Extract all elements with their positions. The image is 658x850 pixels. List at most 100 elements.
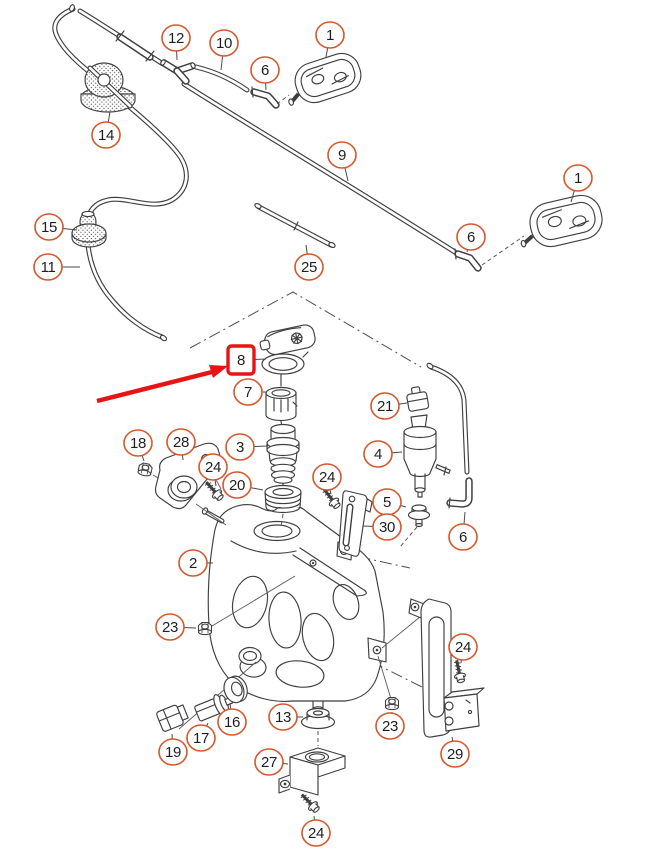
svg-text:30: 30 <box>379 519 395 536</box>
svg-text:13: 13 <box>275 709 291 726</box>
highlight-arrow <box>96 365 228 404</box>
callout-27[interactable]: 27 <box>254 748 289 776</box>
svg-text:3: 3 <box>236 439 244 456</box>
callout-1[interactable]: 1 <box>563 164 593 203</box>
callout-30[interactable]: 30 <box>362 513 402 541</box>
callout-24[interactable]: 24 <box>312 463 342 495</box>
svg-text:24: 24 <box>319 469 335 486</box>
callout-21[interactable]: 21 <box>370 392 408 420</box>
filler-strainer <box>265 386 298 422</box>
pump-grommet <box>407 504 431 528</box>
svg-text:27: 27 <box>261 754 277 771</box>
svg-text:5: 5 <box>383 494 391 511</box>
svg-text:1: 1 <box>326 27 334 44</box>
svg-text:10: 10 <box>216 35 232 52</box>
svg-text:21: 21 <box>377 398 393 415</box>
callout-23[interactable]: 23 <box>155 613 197 641</box>
washer-hoses <box>52 4 470 475</box>
callout-23[interactable]: 23 <box>375 711 405 740</box>
svg-text:12: 12 <box>168 30 184 47</box>
svg-text:28: 28 <box>173 434 189 451</box>
svg-text:6: 6 <box>467 229 475 246</box>
callout-29[interactable]: 29 <box>440 736 470 768</box>
svg-text:23: 23 <box>162 619 178 636</box>
svg-text:6: 6 <box>261 62 269 79</box>
bottom-bracket-block <box>278 747 346 796</box>
svg-text:24: 24 <box>308 825 324 842</box>
washer-jet-right <box>520 194 603 248</box>
callout-1[interactable]: 1 <box>315 21 345 58</box>
callout-9[interactable]: 9 <box>327 141 357 182</box>
level-sensor <box>194 694 234 722</box>
callout-24[interactable]: 24 <box>198 453 228 487</box>
callout-4[interactable]: 4 <box>363 440 403 468</box>
elbow-connector-bottom <box>446 477 473 509</box>
callout-10[interactable]: 10 <box>209 29 239 71</box>
svg-text:20: 20 <box>229 477 245 494</box>
svg-text:24: 24 <box>455 639 471 656</box>
callout-15[interactable]: 15 <box>34 213 78 241</box>
washer-pump <box>403 414 451 498</box>
callout-19[interactable]: 19 <box>158 733 188 766</box>
callout-18[interactable]: 18 <box>123 429 153 462</box>
highlight-box <box>226 344 256 376</box>
callout-7[interactable]: 7 <box>233 378 267 406</box>
callout-28[interactable]: 28 <box>166 428 196 461</box>
svg-text:6: 6 <box>459 529 467 546</box>
washer-jet-left <box>288 52 362 106</box>
svg-text:11: 11 <box>41 259 56 276</box>
callout-14[interactable]: 14 <box>91 111 121 149</box>
pump-bracket-strap <box>338 490 373 557</box>
callout-3[interactable]: 3 <box>225 433 269 461</box>
callout-6[interactable]: 6 <box>250 56 280 91</box>
svg-text:29: 29 <box>447 746 463 763</box>
svg-text:18: 18 <box>130 435 146 452</box>
svg-text:2: 2 <box>189 555 197 572</box>
callout-24[interactable]: 24 <box>448 633 478 664</box>
hose-grommet-15 <box>71 210 107 248</box>
side-mounting-bracket <box>408 598 485 738</box>
washer-fluid-reservoir <box>201 504 387 712</box>
svg-text:7: 7 <box>244 384 252 401</box>
elbow-connector-right <box>454 248 482 272</box>
callout-12[interactable]: 12 <box>161 24 191 61</box>
y-connector <box>160 59 196 85</box>
callout-2[interactable]: 2 <box>178 549 213 577</box>
sensor-connector <box>156 704 189 732</box>
svg-text:1: 1 <box>574 170 582 187</box>
outlet-grommet <box>300 707 336 730</box>
elbow-connector-left <box>250 86 280 109</box>
callout-24[interactable]: 24 <box>301 815 331 847</box>
assembly-lines <box>152 94 525 746</box>
reservoir-cap <box>259 324 316 375</box>
svg-text:15: 15 <box>41 219 57 236</box>
callout-11[interactable]: 11 <box>33 253 80 281</box>
sensor-seal-ring <box>223 675 248 704</box>
svg-text:23: 23 <box>382 718 398 735</box>
callout-25[interactable]: 25 <box>294 244 324 281</box>
callout-17[interactable]: 17 <box>186 722 216 752</box>
svg-text:9: 9 <box>338 147 346 164</box>
filler-neck <box>266 423 300 484</box>
svg-text:16: 16 <box>224 714 240 731</box>
callout-20[interactable]: 20 <box>222 471 264 499</box>
callout-6[interactable]: 6 <box>456 223 486 253</box>
svg-text:25: 25 <box>301 259 317 276</box>
filler-neck-seal <box>264 484 302 514</box>
svg-text:8: 8 <box>237 352 245 369</box>
body-reference-lines <box>189 291 429 691</box>
callout-16[interactable]: 16 <box>217 702 247 736</box>
hose-grommet-14 <box>80 62 136 113</box>
pump-connector-plug <box>406 386 430 412</box>
svg-text:4: 4 <box>374 446 382 463</box>
callout-13[interactable]: 13 <box>268 703 303 731</box>
svg-text:24: 24 <box>205 459 221 476</box>
svg-text:19: 19 <box>165 744 181 761</box>
callout-5[interactable]: 5 <box>372 488 407 516</box>
callout-8-highlighted[interactable]: 8 <box>226 344 267 376</box>
callout-6[interactable]: 6 <box>448 511 478 551</box>
svg-text:14: 14 <box>98 127 114 144</box>
